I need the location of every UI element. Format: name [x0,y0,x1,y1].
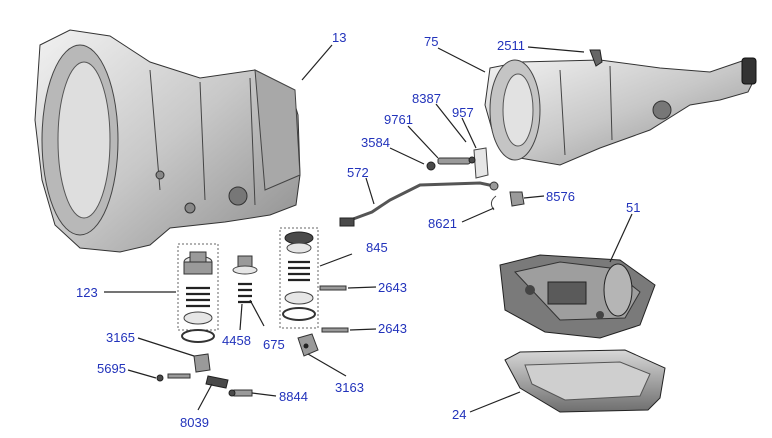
label-9761: 9761 [384,112,413,127]
label-13: 13 [332,30,346,45]
pins [319,285,349,333]
shift-linkage-parts [426,147,525,211]
extension-housing [484,57,757,166]
valve-body [499,254,656,339]
servo-kit [279,227,319,329]
label-51: 51 [626,200,640,215]
label-123: 123 [76,285,98,300]
label-845: 845 [366,240,388,255]
label-8844: 8844 [279,389,308,404]
label-2511: 2511 [497,38,525,53]
label-3163: 3163 [335,380,364,395]
label-24: 24 [452,407,466,422]
label-8387: 8387 [412,91,441,106]
shift-rod [339,181,499,227]
label-8621: 8621 [428,216,457,231]
label-8039: 8039 [180,415,209,430]
transmission-case [34,29,301,253]
lever-3163 [297,333,319,357]
leader-lines [104,44,633,413]
detent-parts [156,353,253,397]
label-75: 75 [424,34,438,49]
label-675: 675 [263,337,285,352]
label-2643-lower: 2643 [378,321,407,336]
label-8576: 8576 [546,189,575,204]
label-957: 957 [452,105,474,120]
vent-tube [589,49,603,67]
governor-parts [232,255,258,304]
label-3165: 3165 [106,330,135,345]
part-labels: 13 75 2511 8387 9761 957 3584 572 8576 8… [76,30,640,430]
label-3584: 3584 [361,135,390,150]
label-572: 572 [347,165,369,180]
label-2643-upper: 2643 [378,280,407,295]
accumulator-kit [177,243,219,343]
label-5695: 5695 [97,361,126,376]
oil-pan [504,349,666,413]
label-4458: 4458 [222,333,251,348]
